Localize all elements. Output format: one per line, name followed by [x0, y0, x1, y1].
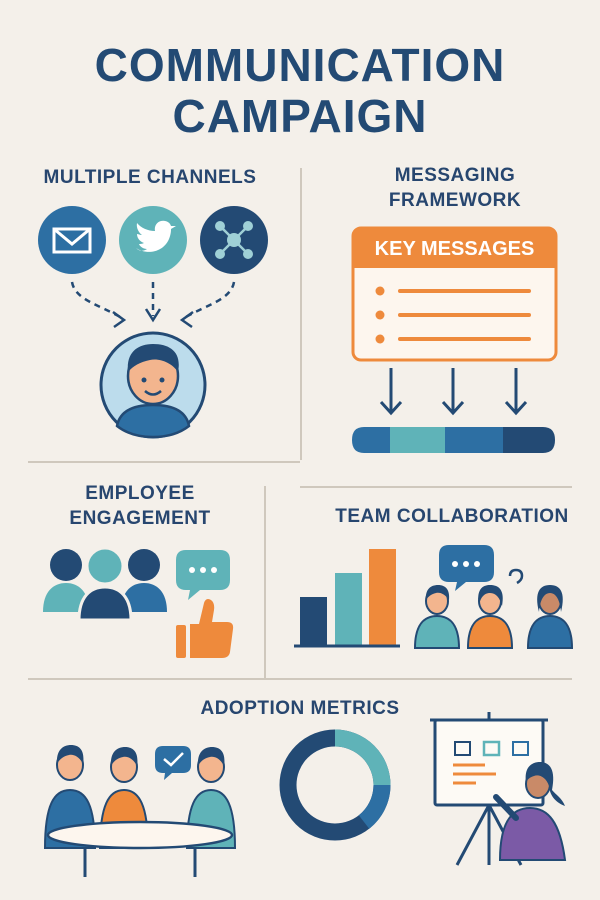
- chat-bubble-icon: [176, 550, 230, 600]
- section-label-messaging-line2: FRAMEWORK: [388, 190, 522, 211]
- segmented-progress-bar: [352, 427, 555, 453]
- section-label-engagement-line2: ENGAGEMENT: [69, 508, 211, 529]
- bullet-lines: [375, 286, 531, 344]
- network-share-icon: [200, 206, 268, 274]
- presentation-board-icon: [430, 712, 567, 866]
- section-label-team-collaboration: TEAM COLLABORATION: [335, 506, 569, 527]
- section-label-engagement-line1: EMPLOYEE: [85, 483, 195, 504]
- divider-vertical-top: [300, 168, 302, 460]
- email-icon: [38, 206, 106, 274]
- divider-horizontal-bottom: [28, 678, 572, 680]
- twitter-bird-icon: [119, 206, 187, 274]
- thumbs-up-icon: [176, 599, 234, 658]
- check-bubble-icon: [155, 746, 191, 780]
- key-messages-card-title: KEY MESSAGES: [374, 238, 535, 260]
- section-label-multiple-channels: MULTIPLE CHANNELS: [43, 167, 257, 188]
- group-people-icon: [43, 546, 167, 622]
- person-avatar-icon: [99, 331, 207, 439]
- section-label-messaging-line1: MESSAGING: [394, 165, 516, 186]
- question-mark-icon: [508, 568, 524, 585]
- page-title-line1: COMMUNICATION: [94, 39, 506, 91]
- team-people-icon: [413, 585, 574, 649]
- divider-vertical-mid: [264, 486, 266, 678]
- divider-horizontal-mid: [28, 461, 300, 463]
- bar-chart-icon: [294, 549, 400, 648]
- down-arrows: [379, 368, 528, 416]
- page-title-line2: CAMPAIGN: [172, 90, 428, 142]
- key-messages-card: [351, 226, 558, 362]
- section-label-adoption-metrics: ADOPTION METRICS: [200, 698, 400, 719]
- chat-bubble-icon: [439, 545, 494, 591]
- divider-horizontal-right: [300, 486, 572, 488]
- meeting-table-icon: [43, 745, 237, 877]
- donut-chart-icon: [279, 729, 391, 841]
